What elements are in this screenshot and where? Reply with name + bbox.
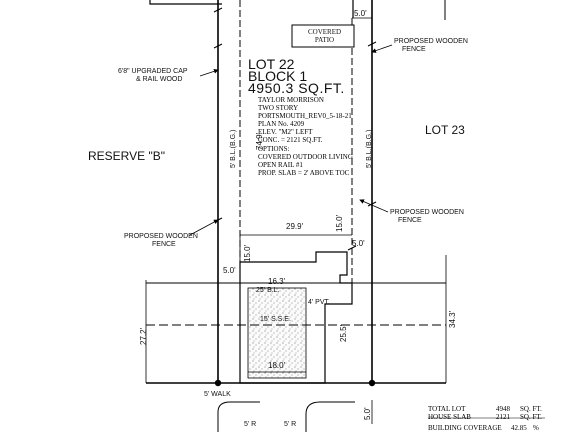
summary-unit: SQ. FT. bbox=[520, 405, 542, 413]
summary-row: HOUSE SLAB 2121 SQ. FT. bbox=[428, 412, 542, 422]
fence-top-right-leader bbox=[371, 44, 393, 53]
walk-left-curve bbox=[217, 401, 260, 432]
radius-right-label: 5' R bbox=[284, 421, 297, 428]
cap-callout-line: 6'8" UPGRADED CAP bbox=[118, 68, 188, 75]
summary-value: 4948 bbox=[496, 405, 510, 413]
d15-right-dim: 15.0' bbox=[335, 214, 344, 232]
lot-area: 4950.3 SQ.FT. bbox=[248, 80, 345, 96]
fence-callout-line: FENCE bbox=[398, 217, 422, 224]
summary-label: BUILDING COVERAGE bbox=[428, 424, 502, 433]
plan-note: PLAN No. 4209 bbox=[258, 120, 305, 129]
sse-label: 15' S.S.E. bbox=[260, 316, 291, 323]
plan-note: CONC. = 2121 SQ.FT. bbox=[258, 136, 323, 145]
summary-unit: SQ. FT. bbox=[520, 412, 542, 421]
plan-note: PORTSMOUTH_REV0_5-18-21 bbox=[258, 112, 352, 121]
summary-label: HOUSE SLAB bbox=[428, 412, 471, 421]
upgraded-cap-callout: 6'8" UPGRADED CAP & RAIL WOOD bbox=[118, 68, 188, 84]
fence-callout-left: PROPOSED WOODEN FENCE bbox=[124, 233, 198, 249]
d18-dim: 18.0' bbox=[268, 361, 286, 370]
fence-callout-line: FENCE bbox=[402, 46, 426, 53]
fence-mid-right-leader bbox=[359, 199, 389, 213]
top-left-structure bbox=[149, 0, 222, 5]
d34-dim: 34.3' bbox=[448, 310, 457, 328]
corner-pin-right bbox=[368, 379, 376, 387]
walk-right-curve bbox=[305, 401, 355, 432]
driveway bbox=[247, 287, 307, 379]
d5-right-dim: 5.0' bbox=[352, 239, 365, 248]
fence-callout-line: PROPOSED WOODEN bbox=[394, 38, 468, 45]
width-29-dim: 29.9' bbox=[286, 222, 304, 231]
plan-notes: TAYLOR MORRISON TWO STORY PORTSMOUTH_REV… bbox=[258, 96, 353, 177]
block-number: BLOCK 1 bbox=[248, 68, 308, 84]
summary-unit: % bbox=[533, 424, 539, 433]
fence-left-leader bbox=[189, 219, 219, 236]
reserve-b-label: RESERVE "B" bbox=[88, 149, 165, 163]
plan-note: OPTIONS: bbox=[258, 144, 290, 153]
plan-note: COVERED OUTDOOR LIVING bbox=[258, 152, 353, 161]
summary-label: TOTAL LOT bbox=[428, 405, 466, 413]
d27-dim: 27.2' bbox=[139, 327, 148, 345]
d15-left-dim: 15.0' bbox=[243, 244, 252, 262]
fence-ticks bbox=[213, 7, 377, 251]
cap-leader bbox=[199, 68, 219, 77]
d16-dim: 16.3' bbox=[268, 277, 286, 286]
plan-note: TWO STORY bbox=[258, 104, 299, 113]
corner-pin-left bbox=[214, 379, 222, 387]
plan-note: PROP. SLAB = 2' ABOVE TOC bbox=[258, 168, 350, 177]
lot-23-label: LOT 23 bbox=[425, 123, 465, 137]
lot-number: LOT 22 bbox=[248, 56, 295, 72]
summary-value: 2121 bbox=[496, 412, 510, 421]
bottom-5-dim: 5.0' bbox=[363, 407, 372, 420]
pvt-label: 4' PVT. bbox=[308, 299, 330, 306]
plan-note: OPEN RAIL #1 bbox=[258, 160, 303, 169]
covered-patio-line: COVERED bbox=[308, 28, 342, 36]
radius-left-label: 5' R bbox=[244, 421, 257, 428]
right-bl-label: 5' B.L.(B.G.) bbox=[366, 129, 373, 168]
covered-patio-outline bbox=[291, 24, 355, 48]
cap-callout-line: & RAIL WOOD bbox=[136, 76, 183, 83]
summary-table: TOTAL LOT 4948 SQ. FT. HOUSE SLAB 2121 S… bbox=[428, 405, 542, 433]
plan-note: TAYLOR MORRISON bbox=[258, 96, 324, 104]
fence-callout-top-right: PROPOSED WOODEN FENCE bbox=[394, 38, 468, 54]
walk-label: 5' WALK bbox=[204, 391, 231, 398]
d25-5-dim: 25.5' bbox=[339, 324, 348, 342]
fence-callout-line: PROPOSED WOODEN bbox=[124, 233, 198, 240]
depth-dim: 74.9' bbox=[255, 132, 264, 150]
summary-value: 42.85 bbox=[511, 424, 527, 433]
fence-callout-line: FENCE bbox=[152, 241, 176, 248]
fence-callout-mid-right: PROPOSED WOODEN FENCE bbox=[390, 209, 464, 225]
fence-callout-line: PROPOSED WOODEN bbox=[390, 209, 464, 216]
bl-25-label: 25' B.L. bbox=[256, 287, 280, 294]
plan-note: ELEV. "M2" LEFT bbox=[258, 128, 313, 137]
left-bl-label: 5' B.L.(B.G.) bbox=[230, 129, 237, 168]
summary-row: TOTAL LOT 4948 SQ. FT. bbox=[428, 405, 542, 414]
d5-left-dim: 5.0' bbox=[223, 266, 236, 275]
covered-patio-line: PATIO bbox=[314, 36, 335, 44]
covered-patio-label: COVERED PATIO bbox=[308, 28, 341, 44]
top-setback-dim: 5.0' bbox=[354, 9, 367, 18]
summary-row: BUILDING COVERAGE 42.85 % bbox=[428, 425, 542, 433]
